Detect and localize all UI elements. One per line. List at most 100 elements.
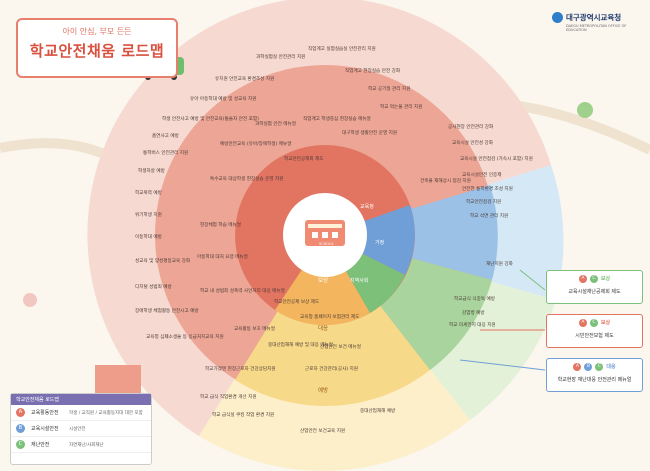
item-label: 중대산업재해 예방 xyxy=(360,407,396,414)
item-label: 직업계고 현장실습 안전 강화 xyxy=(345,67,401,74)
item-label: 공사현장 안전관리 강화 xyxy=(448,123,494,130)
callout-text: 교육시설재난공제회 제도 xyxy=(568,289,621,295)
item-label: 학교 공기질 관리 지원 xyxy=(368,85,410,92)
brand-name-en: DAEGU METROPOLITAN OFFICE OF EDUCATION xyxy=(566,24,627,32)
callout-card: A C 보상 교육시설재난공제회 제도 xyxy=(546,270,643,304)
tag-a-icon: A xyxy=(16,408,25,417)
legend-row: C 재난안전 자연재난/사회재난 xyxy=(11,437,151,453)
item-label: 학생자살 예방 xyxy=(138,167,166,174)
item-label: 통학버스 안전관리 지원 xyxy=(143,149,188,156)
tag-a-icon: A xyxy=(573,363,582,371)
item-label: 건축물 재해상시 점검 지원 xyxy=(420,177,471,184)
legend-row: B 교육시설안전 시설안전 xyxy=(11,421,151,437)
item-label: 학교 미세먼지 대응 지원 xyxy=(449,321,496,328)
item-label: 과학실험 안전 메뉴얼 xyxy=(255,120,296,127)
item-label: 학교 먹는물 관리 지원 xyxy=(380,103,422,110)
item-label: 학교폭력 예방 xyxy=(135,189,163,196)
legend-name: 교육시설안전 xyxy=(31,426,59,432)
legend-desc: 시설안전 xyxy=(69,426,86,432)
item-label: 중대산업재해 예방 및 대응 메뉴얼 xyxy=(268,341,333,348)
tag-a-icon: A xyxy=(578,319,587,327)
item-label: 장애학생 체험활동 안전시고 예방 xyxy=(135,307,199,314)
legend-title: 학교안전채움 로드맵 xyxy=(11,394,151,405)
bus-label: SCHOOL xyxy=(319,242,334,246)
legend-name: 재난안전 xyxy=(31,442,50,448)
item-label: 아동학대 대처 요령 메뉴얼 xyxy=(197,253,248,260)
brand-block: 대구광역시교육청 DAEGU METROPOLITAN OFFICE OF ED… xyxy=(552,12,642,32)
title-card: 아이 안심, 부모 든든 학교안전채움 로드맵 xyxy=(16,18,178,78)
tag-b-icon: B xyxy=(16,424,25,433)
item-label: 산업안전 보건교육 지원 xyxy=(300,427,345,434)
title-subtitle: 아이 안심, 부모 든든 xyxy=(62,27,132,36)
item-label: 교육청 홈페이지 보험관리 제도 xyxy=(300,313,359,320)
segment-label-outer-2: 가정 xyxy=(375,239,384,246)
item-label: 이동학대 예방 xyxy=(135,233,163,240)
legend-name: 교육활동안전 xyxy=(31,410,59,416)
item-label: 직업계고 실험실습실 안전관리 지원 xyxy=(308,45,376,52)
tag-c-icon: C xyxy=(589,319,598,327)
callout-card: A C 보상 시민안전보험 제도 xyxy=(546,314,643,348)
item-label: 교육활동 보호 메뉴얼 xyxy=(234,325,275,332)
item-label: 감염병 예방 xyxy=(462,309,485,316)
connector-1 xyxy=(519,269,546,291)
item-label: 학교급식 식중독 예방 xyxy=(454,295,496,302)
segment-label-outer-3: 지역사회 xyxy=(350,277,368,284)
tag-a-icon: A xyxy=(578,275,587,283)
item-label: 예방안전교육 (유아/장애학생) 메뉴얼 xyxy=(220,140,291,147)
item-label: 대구학생 생활안전 운영 지원 xyxy=(342,129,397,136)
tag-c-icon: C xyxy=(589,275,598,283)
callout-stage: 대응 xyxy=(606,364,616,370)
item-label: 디지털 성범죄 예방 xyxy=(135,283,173,290)
ring-inner-orange xyxy=(275,235,370,326)
tree-icon xyxy=(23,293,37,307)
tree-icon xyxy=(577,102,593,118)
item-label: 위기학생 지원 xyxy=(135,211,162,218)
callout-stage: 보상 xyxy=(600,276,611,282)
ring-inner-blue xyxy=(325,205,415,275)
item-label: 학교가겠텐 현장근로자 건강상담지원 xyxy=(205,365,276,372)
segment-label-outer-1: 교육청 xyxy=(360,204,374,210)
item-label: 유치원 안전교육 환경조성 지원 xyxy=(215,75,274,82)
item-label: 학교 내 성범죄 성폭력 사안처리 대응 메뉴얼 xyxy=(200,287,285,294)
item-label: 유아 아동학대 예방 및 성교육 지원 xyxy=(190,95,256,102)
item-label: 안전한 통학환경 조성 지원 xyxy=(462,185,513,192)
item-label: 직업계고 학생중심 현장실습 메뉴얼 xyxy=(303,115,371,122)
item-label: 현장체험 학습 메뉴얼 xyxy=(200,221,241,228)
segment-label-inner-2: 예방 xyxy=(318,386,328,394)
item-label: 학교안전공제 보상 제도 xyxy=(274,298,319,305)
item-label: 과학실험실 안전관리 지원 xyxy=(256,53,305,60)
brand-name: 대구광역시교육청 xyxy=(566,13,622,22)
item-label: 교육시설안전 인증제 xyxy=(462,171,502,178)
item-label: 근로자 건강관리(공사) 지원 xyxy=(305,365,358,372)
item-label: 성교육 및 양성평등교육 강화 xyxy=(135,257,191,264)
segment-label-inner-0: 보상 xyxy=(318,276,328,284)
item-label: 학교 급식실 쿠킹 작업 환경 지원 xyxy=(212,411,274,418)
item-label: 흡연사고 예방 xyxy=(152,132,180,139)
legend-desc: 자연재난/사회재난 xyxy=(69,442,104,448)
segment-label-inner-1: 대응 xyxy=(318,324,328,332)
callout-stage: 보상 xyxy=(600,320,611,326)
callout-text: 학교현장 재난대응 안전관리 메뉴얼 xyxy=(557,377,632,383)
item-label: 학생 안전사고 예방 및 안전교육(통솔자 안전 포함) xyxy=(162,115,259,122)
tag-c-icon: C xyxy=(595,363,604,371)
callout-card: A B C 대응 학교현장 재난대응 안전관리 메뉴얼 xyxy=(546,358,643,392)
item-label: 학교안전점검 지원 xyxy=(466,198,501,205)
item-label: 특수교육 대상학생 현장실습 운영 지원 xyxy=(210,175,283,182)
callout-text: 시민안전보험 제도 xyxy=(575,333,614,339)
item-label: 교육시설 안전점검 (가속시 포함) 지원 xyxy=(460,155,533,162)
item-label: 교육시설 안전성 강화 xyxy=(452,139,494,146)
legend-row: A 교육활동안전 학생 / 교직원 / 교육활동지대 대한 포함 xyxy=(11,405,151,421)
item-label: 학교안전공제회 제도 xyxy=(284,155,324,162)
tag-c-icon: C xyxy=(16,440,25,449)
page-title: 학교안전채움 로드맵 xyxy=(29,42,165,60)
connector-3 xyxy=(459,359,546,371)
item-label: 학교 급식 직업환경 개선 지원 xyxy=(200,393,257,400)
education-office-logo-icon xyxy=(552,12,563,23)
item-label: 재난지원 강화 xyxy=(486,260,514,267)
segment-label-outer-0: 학교 xyxy=(300,201,310,208)
item-label: 산업안전 보건 메뉴얼 xyxy=(320,343,361,350)
legend-desc: 학생 / 교직원 / 교육활동지대 대한 포함 xyxy=(69,410,143,416)
block-toys-icon xyxy=(95,365,141,393)
legend: 학교안전채움 로드맵 A 교육활동안전 학생 / 교직원 / 교육활동지대 대한… xyxy=(10,393,152,465)
